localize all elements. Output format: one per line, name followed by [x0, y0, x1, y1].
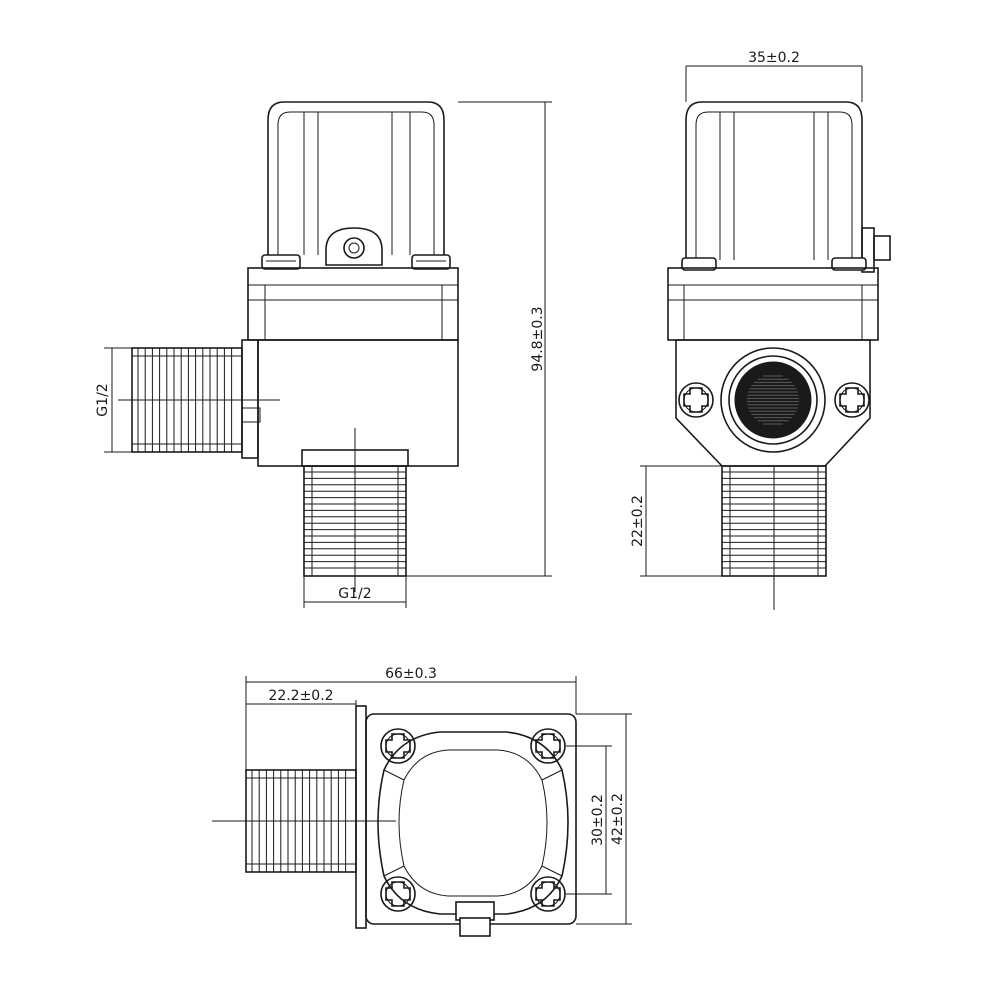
top-coil-outline — [377, 731, 569, 915]
side-view: 94.8±0.3 G1/2 G1/2 — [95, 101, 552, 608]
side-inlet-thread-label: G1/2 — [95, 383, 111, 416]
front-flange — [667, 267, 879, 341]
top-hole-spacing-label: 30±0.2 — [590, 794, 606, 846]
top-screw-top-right — [530, 728, 566, 764]
front-port-bore — [734, 361, 812, 439]
front-screw-head-left — [681, 257, 717, 271]
side-mounting-lug — [325, 227, 383, 266]
top-collar — [355, 705, 367, 929]
top-screw-bottom-right — [530, 876, 566, 912]
top-view: 66±0.3 22.2±0.2 30±0.2 42±0.2 — [212, 666, 632, 937]
side-height-label: 94.8±0.3 — [530, 306, 546, 371]
front-coil-cap — [685, 101, 863, 260]
top-screw-top-left — [380, 728, 416, 764]
front-width-label: 35±0.2 — [748, 50, 800, 66]
top-screw-bottom-left — [380, 876, 416, 912]
front-thread-length-label: 22±0.2 — [630, 495, 646, 547]
top-body — [365, 713, 577, 925]
front-screw-left — [678, 382, 714, 418]
front-view: 35±0.2 22±0.2 — [630, 50, 891, 610]
side-body — [257, 339, 459, 467]
side-inlet-collar — [241, 339, 259, 459]
front-port-outer — [720, 347, 826, 453]
side-flange — [247, 267, 459, 341]
front-screw-head-right — [831, 257, 867, 271]
side-outlet-thread-label: G1/2 — [338, 586, 371, 602]
front-screw-right — [834, 382, 870, 418]
top-total-length-label: 66±0.3 — [385, 666, 437, 682]
side-screw-head-left — [261, 254, 301, 270]
top-body-width-label: 42±0.2 — [610, 793, 626, 845]
top-thread-length-label: 22.2±0.2 — [268, 688, 333, 704]
side-coil-cap — [267, 101, 445, 255]
side-screw-head-right — [411, 254, 451, 270]
